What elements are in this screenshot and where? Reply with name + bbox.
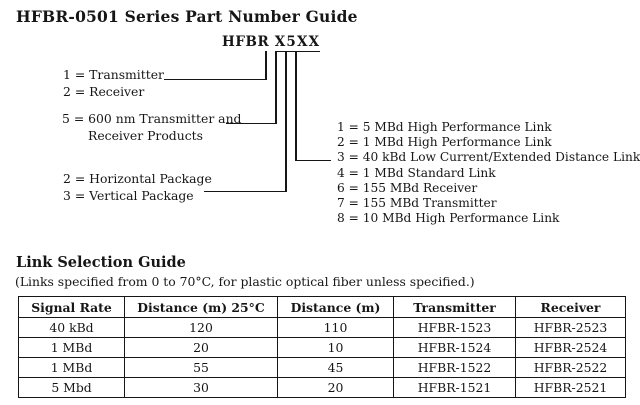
diagram-label: Receiver Products — [88, 128, 204, 143]
column-header-distance: Distance (m) — [277, 296, 394, 318]
table-cell: 55 — [124, 357, 278, 378]
link-type-item: 1 = 5 MBd High Performance Link — [337, 120, 552, 134]
column-header-transmitter: Transmitter — [393, 296, 516, 318]
link-selection-guide-heading: Link Selection Guide — [16, 254, 186, 271]
column-header-receiver: Receiver — [515, 296, 626, 318]
link-selection-table: Signal Rate Distance (m) 25°C Distance (… — [18, 296, 626, 398]
column-header-signal-rate: Signal Rate — [18, 296, 125, 318]
table-cell: HFBR-1523 — [393, 317, 516, 338]
connector-line-package — [204, 190, 286, 192]
table-row: 1 MBd 20 10 HFBR-1524 HFBR-2524 — [18, 337, 626, 358]
connector-line-digit3 — [285, 51, 287, 192]
connector-line-digit2 — [275, 51, 277, 124]
diagram-label: 3 = Vertical Package — [63, 188, 194, 203]
link-type-item: 6 = 155 MBd Receiver — [337, 180, 478, 195]
table-cell: 20 — [124, 337, 278, 358]
table-cell: 1 MBd — [18, 357, 125, 378]
transmitter-receiver-labels: 1 = Transmitter 2 = Receiver — [63, 66, 164, 100]
table-cell: HFBR-1521 — [393, 377, 516, 398]
link-type-item: 2 = 1 MBd High Performance Link — [337, 135, 552, 150]
diagram-label: 2 = Horizontal Package — [63, 171, 212, 186]
table-cell: HFBR-2523 — [515, 317, 626, 338]
table-row: 1 MBd 55 45 HFBR-1522 HFBR-2522 — [18, 357, 626, 378]
table-cell: 120 — [124, 317, 278, 338]
table-header-row: Signal Rate Distance (m) 25°C Distance (… — [18, 296, 626, 318]
connector-line-600nm — [226, 122, 276, 124]
link-selection-guide-note: (Links specified from 0 to 70°C, for pla… — [15, 274, 475, 289]
connector-line-digit1 — [265, 51, 267, 80]
part-number-prefix: HFBR — [222, 34, 270, 50]
connector-line-digit4 — [295, 51, 297, 161]
link-type-item: 3 = 40 kBd Low Current/Extended Distance… — [337, 150, 640, 165]
connector-line-linktype — [296, 159, 331, 161]
table-cell: 45 — [277, 357, 394, 378]
link-type-list: 1 = 5 MBd High Performance Link 2 = 1 MB… — [337, 120, 640, 226]
table-cell: 1 MBd — [18, 337, 125, 358]
table-cell: 30 — [124, 377, 278, 398]
page-title: HFBR-0501 Series Part Number Guide — [16, 7, 358, 26]
table-row: 40 kBd 120 110 HFBR-1523 HFBR-2523 — [18, 317, 626, 338]
table-cell: HFBR-1522 — [393, 357, 516, 378]
diagram-label: 1 = Transmitter — [63, 67, 164, 82]
diagram-label: 2 = Receiver — [63, 84, 145, 99]
part-number-code: X5XX — [274, 34, 321, 52]
package-labels: 2 = Horizontal Package 3 = Vertical Pack… — [63, 170, 212, 204]
table-cell: 5 Mbd — [18, 377, 125, 398]
link-type-item: 7 = 155 MBd Transmitter — [337, 196, 497, 211]
table-cell: HFBR-2524 — [515, 337, 626, 358]
table-cell: HFBR-2522 — [515, 357, 626, 378]
diagram-label: 5 = 600 nm Transmitter and — [62, 111, 242, 126]
product-family-labels: 5 = 600 nm Transmitter and Receiver Prod… — [62, 110, 241, 144]
table-cell: 10 — [277, 337, 394, 358]
table-row: 5 Mbd 30 20 HFBR-1521 HFBR-2521 — [18, 377, 626, 398]
part-number-label: HFBR X5XX — [222, 34, 321, 52]
table-cell: HFBR-2521 — [515, 377, 626, 398]
table-cell: HFBR-1524 — [393, 337, 516, 358]
table-cell: 20 — [277, 377, 394, 398]
link-type-item: 8 = 10 MBd High Performance Link — [337, 211, 560, 226]
column-header-distance-25c: Distance (m) 25°C — [124, 296, 278, 318]
table-cell: 110 — [277, 317, 394, 338]
connector-line-transmitter — [164, 78, 266, 80]
table-cell: 40 kBd — [18, 317, 125, 338]
link-type-item: 4 = 1 MBd Standard Link — [337, 165, 496, 180]
